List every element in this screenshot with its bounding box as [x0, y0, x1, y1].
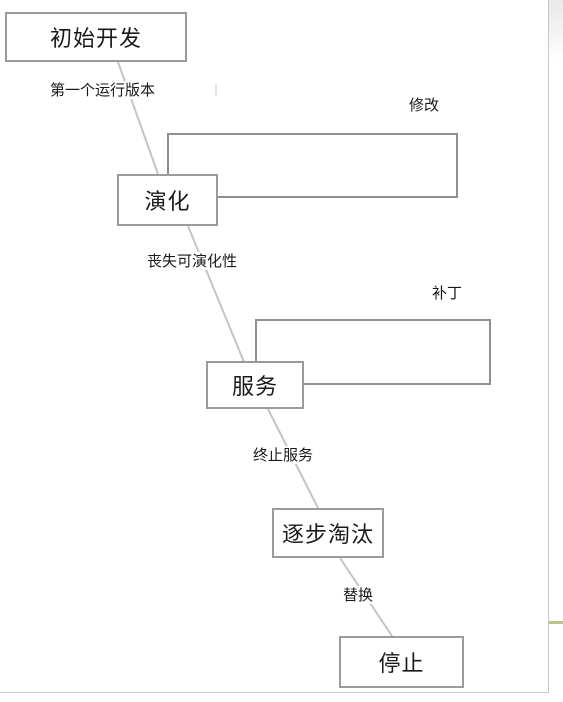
slide-corner-decoration: [549, 0, 563, 60]
loop-evolution-changes: [167, 133, 458, 198]
node-initial-development-label: 初始开发: [49, 27, 142, 52]
node-close-down: 停止: [339, 636, 464, 688]
slide-accent-bar: [549, 621, 563, 624]
transition-label-first-running-version: 第一个运行版本: [50, 81, 156, 99]
slide-frame-right: [548, 0, 549, 693]
node-servicing: 服务: [206, 361, 304, 409]
node-evolution: 演化: [117, 174, 218, 226]
slide-frame-bottom: [0, 692, 549, 693]
transition-label-switch-off: 替换: [343, 586, 374, 604]
transition-label-loss-of-evolvability: 丧失可演化性: [147, 252, 238, 270]
node-servicing-label: 服务: [231, 375, 278, 400]
transition-label-servicing-discontinued: 终止服务: [253, 446, 314, 464]
node-phase-out: 逐步淘汰: [272, 508, 384, 558]
loop-servicing-patches: [255, 319, 491, 385]
node-close-down-label: 停止: [378, 652, 425, 677]
node-initial-development: 初始开发: [5, 12, 187, 62]
connector-evolution-to-servicing: [187, 225, 245, 363]
connector-initial-to-evolution: [117, 61, 159, 175]
node-phase-out-label: 逐步淘汰: [281, 523, 374, 548]
node-evolution-label: 演化: [144, 190, 191, 215]
loop-label-patches: 补丁: [432, 284, 463, 302]
loop-label-changes: 修改: [409, 96, 440, 114]
